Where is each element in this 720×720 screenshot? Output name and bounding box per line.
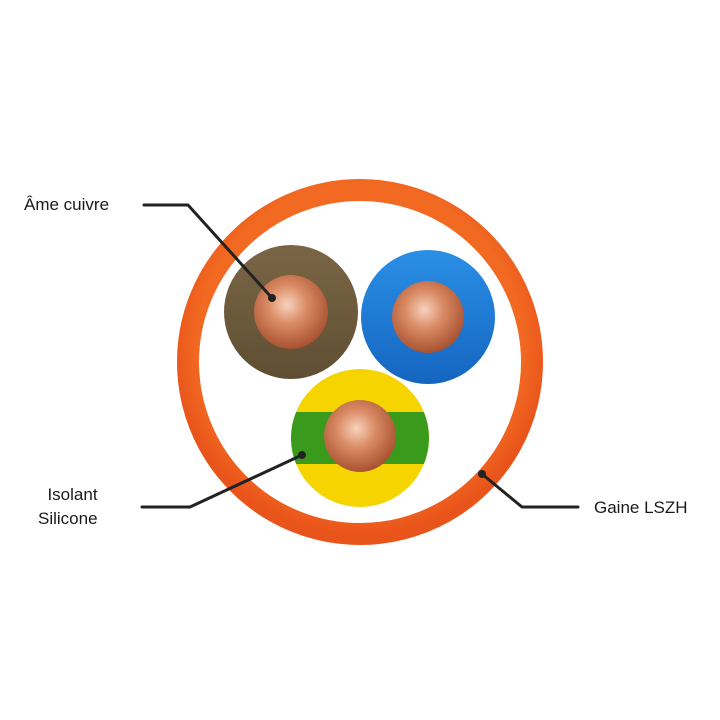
copper-core-blue [392,281,464,353]
label-insulation-line1: Isolant [47,485,98,504]
label-sheath: Gaine LSZH [594,496,688,520]
conductor-green-yellow [291,369,429,507]
conductor-brown [224,245,358,379]
sheath-ring [177,179,543,545]
label-insulation-line2: Silicone [38,509,98,528]
label-sheath-text: Gaine LSZH [594,498,688,517]
label-insulation: Isolant Silicone [38,483,98,531]
label-core: Âme cuivre [24,193,109,217]
conductor-blue [361,250,495,384]
leader-dot-insulation [298,451,306,459]
sheath [177,179,543,545]
leader-line-sheath [480,472,580,509]
leader-line-insulation [140,453,304,509]
copper-core-brown [254,275,328,349]
leader-dot-core [268,294,276,302]
label-core-text: Âme cuivre [24,195,110,214]
leader-line-core [142,203,274,300]
copper-core-green-yellow [324,400,396,472]
leader-dot-sheath [478,470,486,478]
